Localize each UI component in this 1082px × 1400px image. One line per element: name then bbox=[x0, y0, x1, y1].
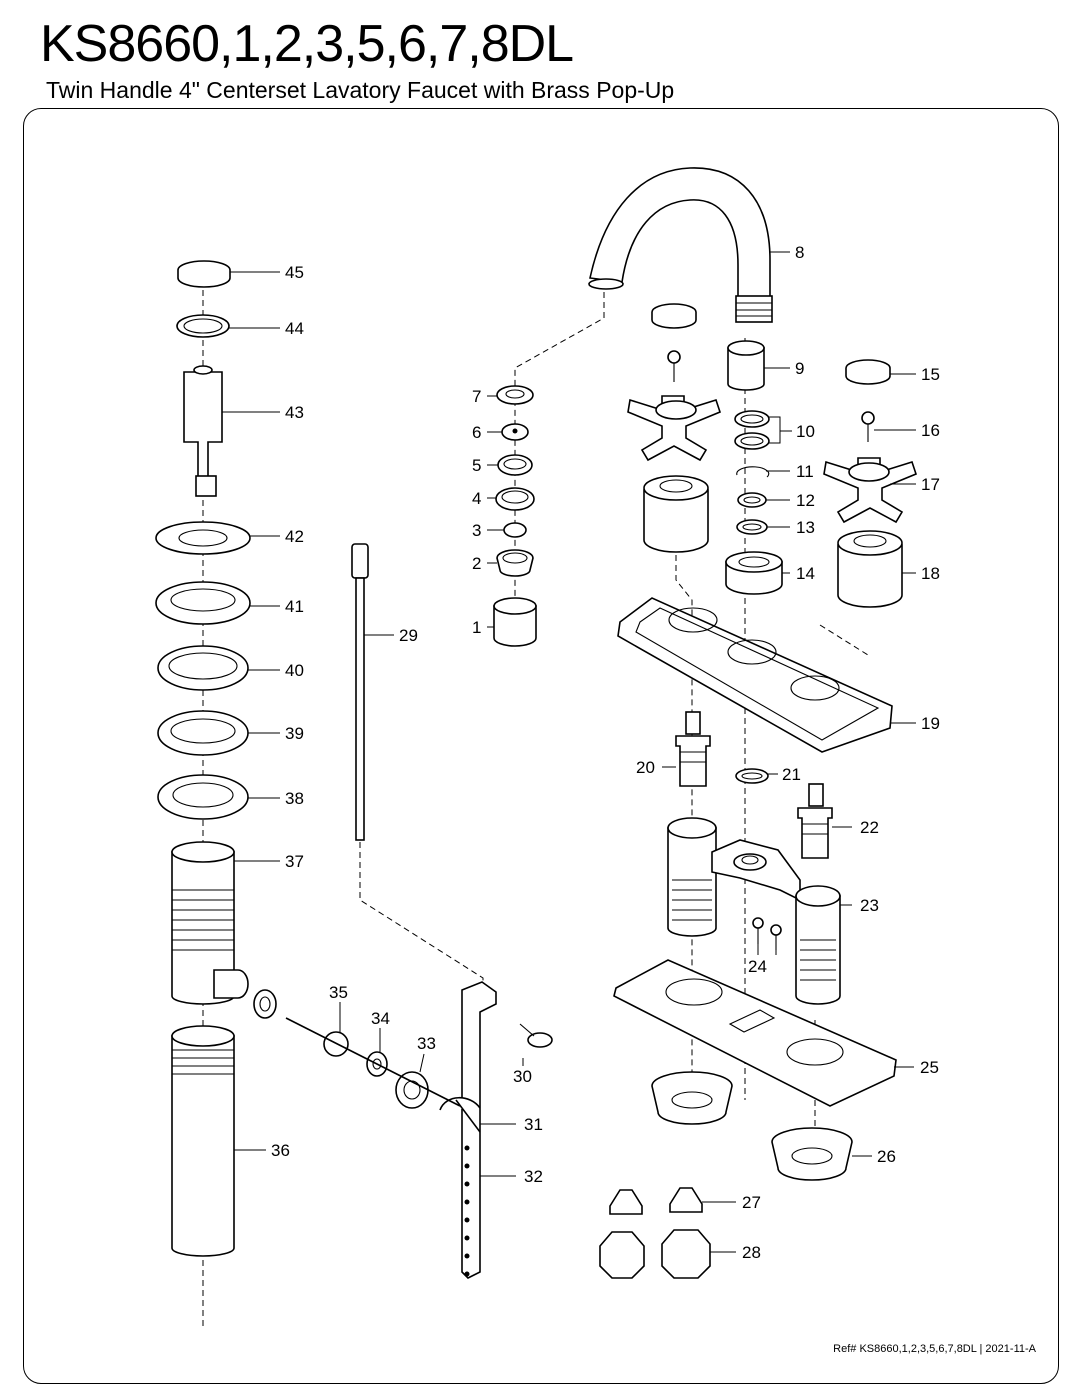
part-label-43: 43 bbox=[285, 403, 304, 422]
part-label-6: 6 bbox=[472, 423, 481, 442]
part-label-18: 18 bbox=[921, 564, 940, 583]
part-label-33: 33 bbox=[417, 1034, 436, 1053]
part-label-14: 14 bbox=[796, 564, 815, 583]
part-labels: 45 44 43 42 41 40 39 38 37 36 29 35 34 3… bbox=[271, 243, 940, 1262]
part-label-23: 23 bbox=[860, 896, 879, 915]
part-label-45: 45 bbox=[285, 263, 304, 282]
part-label-21: 21 bbox=[782, 765, 801, 784]
part-label-28: 28 bbox=[742, 1243, 761, 1262]
part-label-32: 32 bbox=[524, 1167, 543, 1186]
pop-up-linkage-parts bbox=[253, 543, 553, 1279]
part-label-11: 11 bbox=[796, 462, 814, 481]
part-label-44: 44 bbox=[285, 319, 304, 338]
right-handle-parts bbox=[823, 359, 917, 608]
part-label-41: 41 bbox=[285, 597, 304, 616]
spout-base-parts bbox=[725, 340, 783, 595]
part-label-29: 29 bbox=[399, 626, 418, 645]
part-label-30: 30 bbox=[513, 1067, 532, 1086]
part-label-24: 24 bbox=[748, 957, 767, 976]
part-label-8: 8 bbox=[795, 243, 804, 262]
part-label-7: 7 bbox=[472, 387, 481, 406]
part-label-9: 9 bbox=[795, 359, 804, 378]
deck-plate-part bbox=[617, 597, 893, 753]
base-plate-part bbox=[613, 959, 897, 1107]
part-label-31: 31 bbox=[524, 1115, 543, 1134]
page-subtitle: Twin Handle 4" Centerset Lavatory Faucet… bbox=[46, 77, 675, 103]
part-label-4: 4 bbox=[472, 489, 481, 508]
part-label-39: 39 bbox=[285, 724, 304, 743]
part-label-22: 22 bbox=[860, 818, 879, 837]
part-label-19: 19 bbox=[921, 714, 940, 733]
part-label-17: 17 bbox=[921, 475, 940, 494]
part-label-3: 3 bbox=[472, 521, 481, 540]
spout-part bbox=[588, 167, 773, 323]
mounting-nut-parts bbox=[599, 1071, 853, 1279]
part-label-1: 1 bbox=[472, 618, 481, 637]
part-label-20: 20 bbox=[636, 758, 655, 777]
leader-lines bbox=[222, 251, 916, 1253]
part-label-2: 2 bbox=[472, 554, 481, 573]
part-label-26: 26 bbox=[877, 1147, 896, 1166]
part-label-16: 16 bbox=[921, 421, 940, 440]
drain-assembly-parts bbox=[155, 260, 251, 1257]
part-label-12: 12 bbox=[796, 491, 815, 510]
left-handle-parts bbox=[627, 303, 721, 553]
valve-body-part bbox=[667, 817, 841, 1005]
part-label-38: 38 bbox=[285, 789, 304, 808]
cartridge-parts bbox=[675, 711, 833, 859]
diagram-frame bbox=[23, 108, 1059, 1384]
part-label-25: 25 bbox=[920, 1058, 939, 1077]
part-label-27: 27 bbox=[742, 1193, 761, 1212]
part-label-13: 13 bbox=[796, 518, 815, 537]
part-label-10: 10 bbox=[796, 422, 815, 441]
reference-note: Ref# KS8660,1,2,3,5,6,7,8DL | 2021-11-A bbox=[833, 1343, 1036, 1355]
part-label-37: 37 bbox=[285, 852, 304, 871]
part-label-40: 40 bbox=[285, 661, 304, 680]
part-label-34: 34 bbox=[371, 1009, 390, 1028]
aerator-parts bbox=[493, 385, 537, 647]
part-label-5: 5 bbox=[472, 456, 481, 475]
part-label-15: 15 bbox=[921, 365, 940, 384]
part-label-42: 42 bbox=[285, 527, 304, 546]
part-label-35: 35 bbox=[329, 983, 348, 1002]
part-label-36: 36 bbox=[271, 1141, 290, 1160]
page-title: KS8660,1,2,3,5,6,7,8DL bbox=[40, 15, 574, 73]
